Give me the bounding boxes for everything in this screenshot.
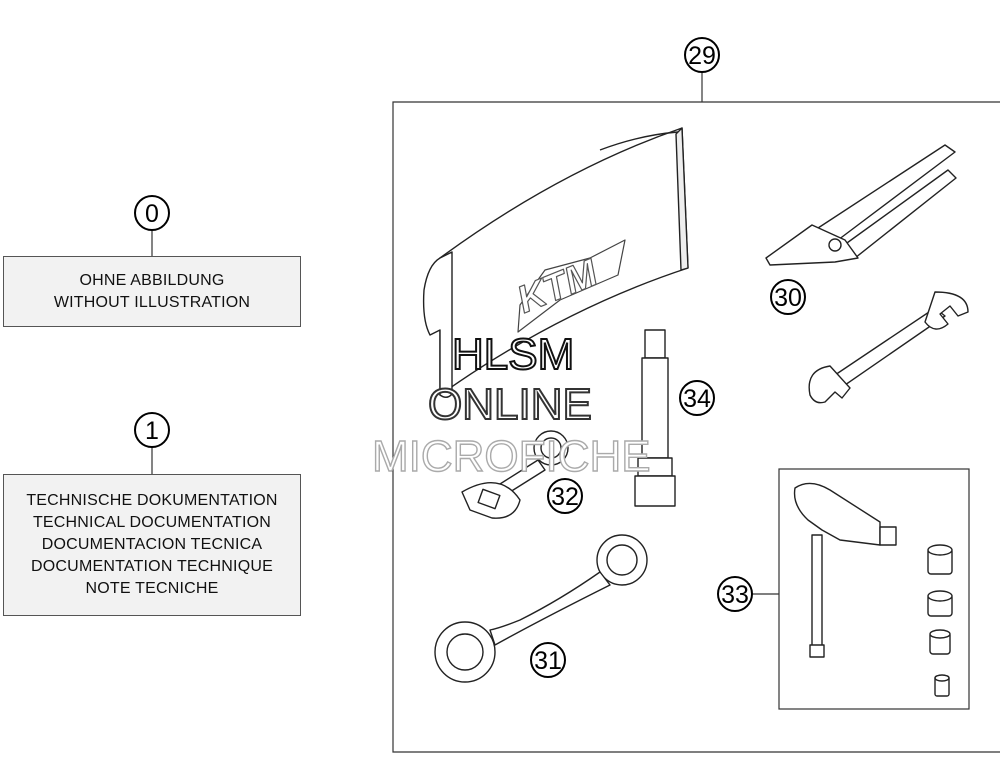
callout-34: 34 bbox=[679, 380, 715, 416]
open-end-wrench bbox=[808, 291, 969, 404]
watermark-line-3: MICROFICHE bbox=[371, 431, 651, 481]
t-handle-hex-key bbox=[793, 482, 897, 658]
callout-31-label: 31 bbox=[534, 647, 562, 675]
tech-doc-line-4: DOCUMENTATION TECHNIQUE bbox=[31, 558, 273, 575]
callout-34-label: 34 bbox=[683, 385, 711, 413]
tech-doc-line-3: DOCUMENTACION TECNICA bbox=[41, 536, 263, 553]
socket-3 bbox=[929, 629, 951, 655]
tool-kit-frame bbox=[151, 72, 1000, 753]
callout-0-label: 0 bbox=[145, 200, 159, 228]
tech-doc-line-2: TECHNICAL DOCUMENTATION bbox=[32, 514, 272, 531]
socket-2 bbox=[927, 590, 953, 617]
callout-1-label: 1 bbox=[145, 417, 159, 445]
callout-33-label: 33 bbox=[721, 581, 749, 609]
ring-wrench-large bbox=[434, 534, 648, 683]
pliers bbox=[765, 144, 957, 266]
callout-30-label: 30 bbox=[774, 284, 802, 312]
tech-doc-line-5: NOTE TECNICHE bbox=[85, 580, 219, 597]
socket-4 bbox=[934, 674, 950, 697]
watermark-line-2: ONLINE bbox=[427, 379, 593, 430]
no-illustration-line-1: OHNE ABBILDUNG bbox=[79, 271, 225, 289]
tech-doc-line-1: TECHNISCHE DOKUMENTATION bbox=[26, 492, 278, 509]
socket-1 bbox=[927, 544, 953, 575]
no-illustration-line-2: WITHOUT ILLUSTRATION bbox=[53, 293, 251, 311]
watermark-line-1: HLSM bbox=[451, 329, 575, 380]
callout-1: 1 bbox=[134, 412, 170, 448]
callout-33: 33 bbox=[717, 576, 753, 612]
ring-wrench-small bbox=[461, 430, 569, 519]
callout-32: 32 bbox=[547, 478, 583, 514]
socket-wrench bbox=[634, 329, 676, 507]
callout-30: 30 bbox=[770, 279, 806, 315]
callout-29: 29 bbox=[684, 37, 720, 73]
callout-31: 31 bbox=[530, 642, 566, 678]
callout-32-label: 32 bbox=[551, 483, 579, 511]
no-illustration-box: OHNE ABBILDUNG WITHOUT ILLUSTRATION bbox=[3, 256, 301, 327]
tool-bag: KTM bbox=[422, 127, 689, 398]
hex-sockets bbox=[927, 544, 953, 697]
callout-29-label: 29 bbox=[688, 42, 716, 70]
callout-0: 0 bbox=[134, 195, 170, 231]
technical-documentation-box: TECHNISCHE DOKUMENTATION TECHNICAL DOCUM… bbox=[3, 474, 301, 616]
